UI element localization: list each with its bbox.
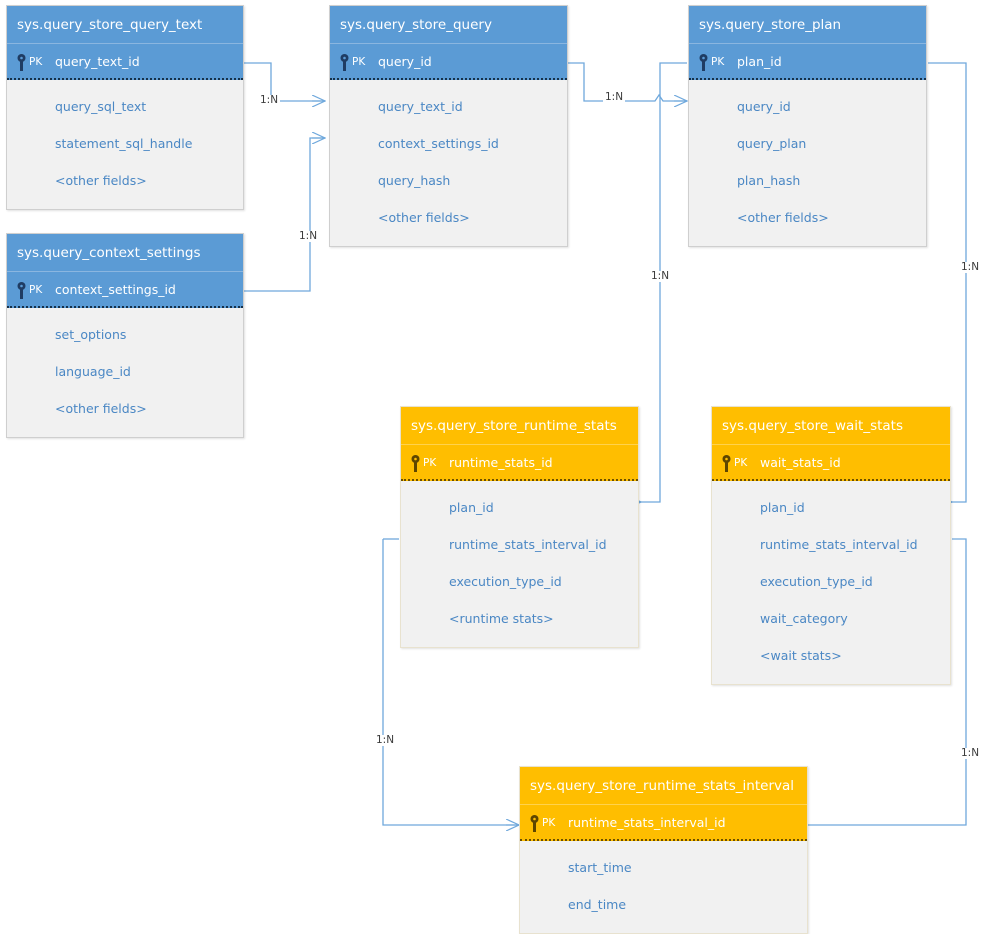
- entity-field: query_sql_text: [55, 99, 147, 114]
- entity-field: execution_type_id: [449, 574, 562, 589]
- entity-field: execution_type_id: [760, 574, 873, 589]
- entity-field: <other fields>: [55, 401, 147, 416]
- entity-field: language_id: [55, 364, 131, 379]
- pk-label: PK: [711, 55, 725, 68]
- entity-field: start_time: [568, 860, 632, 875]
- pk-label: PK: [29, 283, 43, 296]
- pk-field-name: context_settings_id: [55, 282, 176, 297]
- relationship-r3: [568, 62, 687, 101]
- pk-badge: PK: [528, 805, 555, 841]
- entity-field: query_text_id: [378, 99, 463, 114]
- entity-fields: start_time end_time: [520, 841, 807, 933]
- entity-pk-row[interactable]: PK plan_id: [689, 44, 926, 80]
- entity-title: sys.query_store_runtime_stats_interval: [520, 767, 807, 805]
- key-icon: [17, 53, 26, 71]
- key-icon: [699, 53, 708, 71]
- entity-field: end_time: [568, 897, 627, 912]
- entity-pk-row[interactable]: PK query_id: [330, 44, 567, 80]
- pk-field-name: runtime_stats_interval_id: [568, 815, 726, 830]
- pk-badge: PK: [15, 272, 42, 308]
- pk-label: PK: [352, 55, 366, 68]
- entity-field: set_options: [55, 327, 127, 342]
- pk-label: PK: [423, 456, 437, 469]
- entity-query-store-runtime-stats[interactable]: sys.query_store_runtime_stats PK runtime…: [400, 406, 639, 648]
- cardinality-label: 1:N: [258, 94, 281, 106]
- entity-field: plan_id: [449, 500, 494, 515]
- entity-query-store-wait-stats[interactable]: sys.query_store_wait_stats PK wait_stats…: [711, 406, 951, 685]
- entity-field: <other fields>: [378, 210, 470, 225]
- entity-query-store-query[interactable]: sys.query_store_query PK query_id query_…: [329, 5, 568, 247]
- entity-fields: query_sql_text statement_sql_handle <oth…: [7, 80, 243, 209]
- entity-field: <wait stats>: [760, 648, 842, 663]
- entity-title: sys.query_store_plan: [689, 6, 926, 44]
- entity-pk-row[interactable]: PK runtime_stats_interval_id: [520, 805, 807, 841]
- entity-title: sys.query_store_query_text: [7, 6, 243, 44]
- entity-field: query_id: [737, 99, 791, 114]
- entity-field: plan_id: [760, 500, 805, 515]
- entity-title: sys.query_context_settings: [7, 234, 243, 272]
- cardinality-label: 1:N: [959, 261, 982, 273]
- cardinality-label: 1:N: [297, 230, 320, 242]
- entity-field: <other fields>: [737, 210, 829, 225]
- entity-fields: query_text_id context_settings_id query_…: [330, 80, 567, 246]
- entity-pk-row[interactable]: PK context_settings_id: [7, 272, 243, 308]
- cardinality-label: 1:N: [374, 734, 397, 746]
- pk-badge: PK: [338, 44, 365, 80]
- pk-field-name: plan_id: [737, 54, 782, 69]
- entity-field: runtime_stats_interval_id: [449, 537, 607, 552]
- pk-badge: PK: [409, 445, 436, 481]
- key-icon: [722, 454, 731, 472]
- entity-fields: plan_id runtime_stats_interval_id execut…: [712, 481, 950, 684]
- entity-field: statement_sql_handle: [55, 136, 193, 151]
- relationship-r7: [808, 538, 967, 825]
- key-icon: [530, 814, 539, 832]
- entity-query-store-query-text[interactable]: sys.query_store_query_text PK query_text…: [6, 5, 244, 210]
- entity-query-store-runtime-stats-interval[interactable]: sys.query_store_runtime_stats_interval P…: [519, 766, 808, 934]
- entity-title: sys.query_store_runtime_stats: [401, 407, 638, 445]
- entity-pk-row[interactable]: PK runtime_stats_id: [401, 445, 638, 481]
- pk-field-name: wait_stats_id: [760, 455, 841, 470]
- entity-field: runtime_stats_interval_id: [760, 537, 918, 552]
- relationship-r1: [244, 62, 325, 101]
- pk-field-name: query_id: [378, 54, 432, 69]
- entity-fields: query_id query_plan plan_hash <other fie…: [689, 80, 926, 246]
- entity-title: sys.query_store_query: [330, 6, 567, 44]
- entity-field: context_settings_id: [378, 136, 499, 151]
- cardinality-label: 1:N: [959, 747, 982, 759]
- entity-fields: set_options language_id <other fields>: [7, 308, 243, 437]
- entity-pk-row[interactable]: PK query_text_id: [7, 44, 243, 80]
- pk-field-name: runtime_stats_id: [449, 455, 553, 470]
- pk-field-name: query_text_id: [55, 54, 140, 69]
- entity-field: <other fields>: [55, 173, 147, 188]
- entity-field: plan_hash: [737, 173, 801, 188]
- pk-badge: PK: [720, 445, 747, 481]
- key-icon: [340, 53, 349, 71]
- cardinality-label: 1:N: [649, 270, 672, 282]
- relationship-r6: [382, 539, 519, 825]
- pk-badge: PK: [15, 44, 42, 80]
- relationship-r5: [928, 62, 967, 502]
- key-icon: [17, 281, 26, 299]
- entity-pk-row[interactable]: PK wait_stats_id: [712, 445, 950, 481]
- pk-label: PK: [29, 55, 43, 68]
- pk-label: PK: [734, 456, 748, 469]
- entity-field: query_hash: [378, 173, 451, 188]
- key-icon: [411, 454, 420, 472]
- entity-field: query_plan: [737, 136, 807, 151]
- entity-field: <runtime stats>: [449, 611, 554, 626]
- entity-fields: plan_id runtime_stats_interval_id execut…: [401, 481, 638, 647]
- pk-badge: PK: [697, 44, 724, 80]
- entity-field: wait_category: [760, 611, 848, 626]
- entity-title: sys.query_store_wait_stats: [712, 407, 950, 445]
- pk-label: PK: [542, 816, 556, 829]
- entity-query-context-settings[interactable]: sys.query_context_settings PK context_se…: [6, 233, 244, 438]
- relationship-r2: [244, 138, 325, 292]
- relationship-r4: [641, 62, 687, 502]
- entity-query-store-plan[interactable]: sys.query_store_plan PK plan_id query_id…: [688, 5, 927, 247]
- cardinality-label: 1:N: [603, 91, 626, 103]
